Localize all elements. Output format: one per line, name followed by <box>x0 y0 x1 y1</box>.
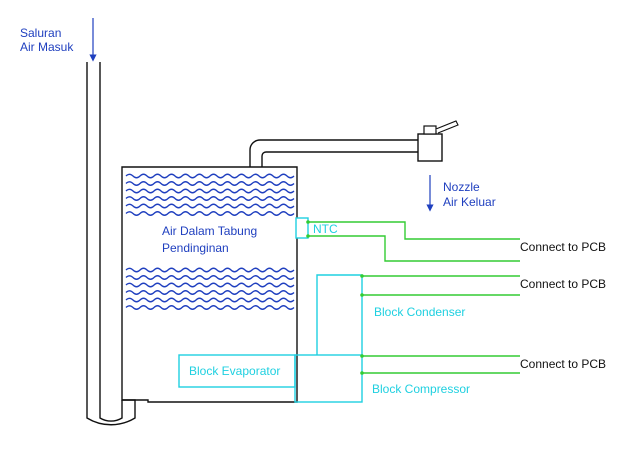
tank-label-line1: Air Dalam Tabung <box>160 224 260 238</box>
block-evaporator-label: Block Evaporator <box>189 364 281 378</box>
outlet-pipe-inner <box>261 151 418 167</box>
water-wave <box>125 173 295 179</box>
water-wave <box>125 211 295 216</box>
water-wave <box>125 282 295 288</box>
connect-pcb-label-2: Connect to PCB <box>520 277 607 291</box>
water-wave <box>125 188 295 194</box>
water-wave <box>125 267 295 273</box>
inlet-label-line2: Air Masuk <box>20 40 74 54</box>
nozzle-label-line1: Nozzle <box>443 180 480 194</box>
connect-pcb-label-1: Connect to PCB <box>520 240 607 254</box>
water-waves-bottom <box>125 267 295 310</box>
inlet-label-line1: Saluran <box>20 26 62 40</box>
inlet-pipe <box>86 62 136 426</box>
water-wave <box>125 305 295 310</box>
tank-label-line2: Pendinginan <box>160 241 231 255</box>
refrigerant-lines <box>178 274 363 403</box>
connect-pcb-label-3: Connect to PCB <box>520 357 607 371</box>
block-compressor-label: Block Compressor <box>372 382 471 396</box>
pcb-wires <box>308 221 520 374</box>
water-wave <box>125 196 295 201</box>
water-wave <box>125 203 295 209</box>
inlet-pipe-inner <box>99 62 123 422</box>
water-wave <box>125 290 295 295</box>
outlet-pipe-outer <box>249 139 418 167</box>
wire-dots <box>306 220 364 375</box>
nozzle-label-line2: Air Keluar <box>443 195 496 209</box>
water-wave <box>125 297 295 303</box>
ntc-sensor <box>295 217 309 239</box>
water-waves-top <box>125 173 295 216</box>
tank-body <box>121 166 298 403</box>
block-condenser-label: Block Condenser <box>374 305 466 319</box>
water-wave <box>125 275 295 280</box>
ntc-label: NTC <box>313 222 338 236</box>
nozzle-valve <box>417 120 459 162</box>
water-wave <box>125 181 295 186</box>
